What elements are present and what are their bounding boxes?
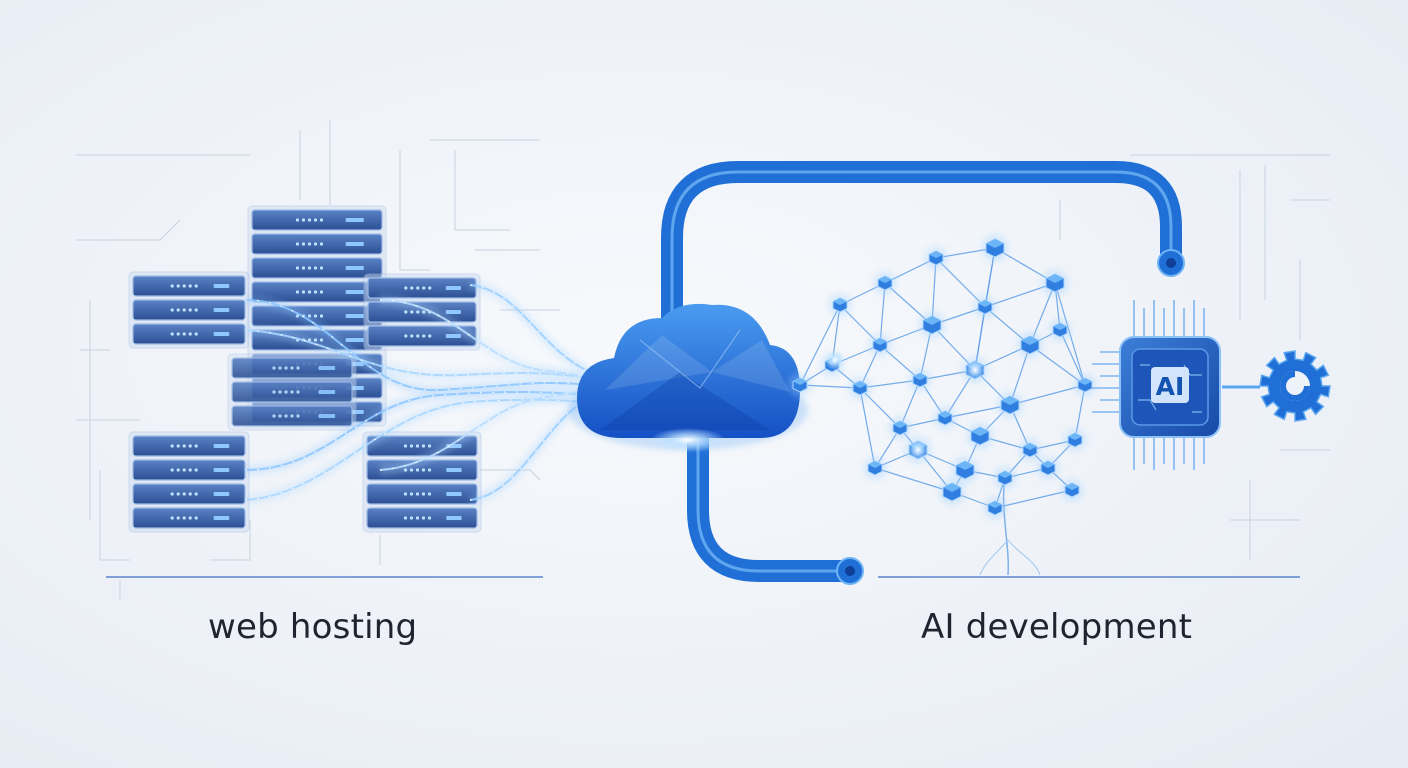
data-stream xyxy=(379,389,591,471)
network-node xyxy=(888,416,912,440)
data-stream xyxy=(244,299,591,392)
network-edge xyxy=(859,387,876,469)
network-node xyxy=(1016,331,1044,359)
network-node xyxy=(828,293,852,317)
network-node xyxy=(1048,318,1072,342)
ai-chip-label: AI xyxy=(1156,372,1185,401)
network-edge xyxy=(799,304,841,386)
network-node xyxy=(951,456,979,484)
server-rack xyxy=(128,271,250,349)
network-node xyxy=(981,234,1009,262)
network-node xyxy=(933,406,957,430)
data-stream xyxy=(379,299,591,381)
network-node xyxy=(873,271,897,295)
network-node xyxy=(966,422,994,450)
gear-icon xyxy=(1259,350,1331,422)
network-node xyxy=(996,391,1024,419)
circuit-trace xyxy=(76,219,181,241)
network-edge xyxy=(994,489,1073,509)
server-rack-icon xyxy=(128,205,482,533)
circuit-traces-left xyxy=(76,120,560,600)
network-node xyxy=(918,311,946,339)
network-node xyxy=(993,466,1017,490)
network-node xyxy=(938,478,966,506)
network-node xyxy=(1018,438,1042,462)
network-node xyxy=(1060,478,1084,502)
network-node xyxy=(788,373,812,397)
neural-network-icon xyxy=(788,234,1097,576)
server-rack xyxy=(227,353,357,431)
network-node xyxy=(1036,456,1060,480)
circuit-trace xyxy=(210,520,251,561)
network-node xyxy=(1063,428,1087,452)
network-node xyxy=(924,246,948,270)
server-rack xyxy=(362,431,482,533)
ai-chip-icon: AI xyxy=(1092,300,1221,470)
circuit-trace xyxy=(99,470,130,561)
network-node xyxy=(973,295,997,319)
label-ai-development: AI development xyxy=(921,607,1193,647)
server-rack xyxy=(128,431,250,533)
cloud-icon xyxy=(568,303,808,452)
network-node xyxy=(908,368,932,392)
network-node xyxy=(1041,269,1069,297)
network-node xyxy=(1073,373,1097,397)
network-node xyxy=(983,496,1007,520)
circuit-trace xyxy=(470,469,541,481)
loop-pipe xyxy=(661,161,1185,585)
circuit-trace xyxy=(399,150,430,271)
circuit-traces-right xyxy=(1059,154,1330,560)
label-web-hosting: web hosting xyxy=(208,607,418,647)
network-node xyxy=(863,456,887,480)
network-node xyxy=(848,376,872,400)
circuit-trace xyxy=(454,150,510,231)
network-node xyxy=(868,333,892,357)
